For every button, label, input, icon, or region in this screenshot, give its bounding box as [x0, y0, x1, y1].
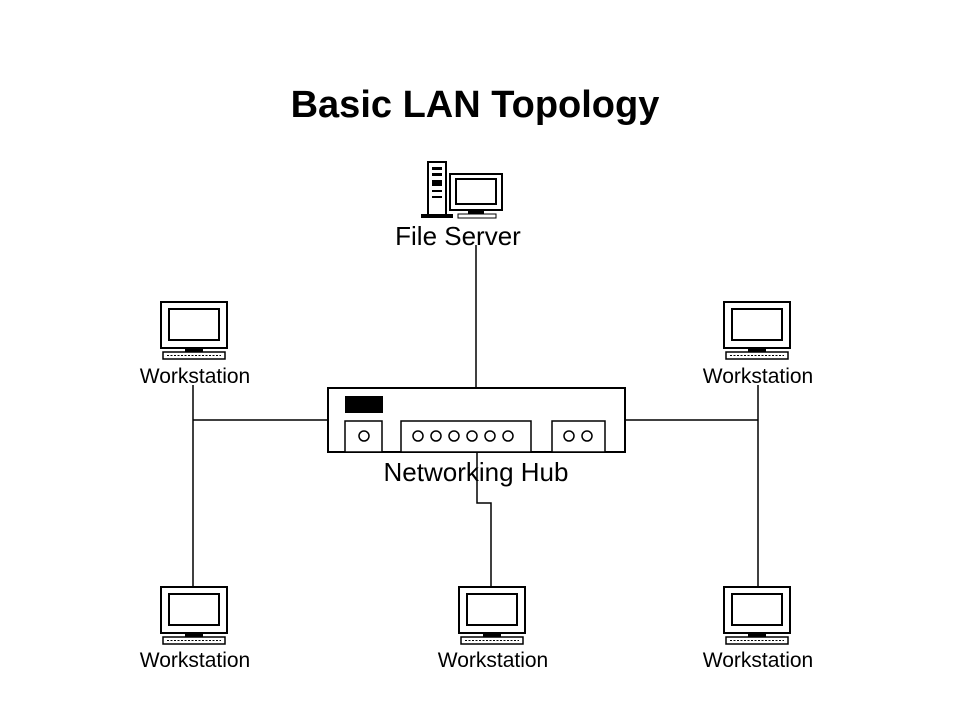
- workstation-label: Workstation: [140, 365, 251, 388]
- workstation-bottom-center: Workstation: [438, 586, 549, 672]
- network-hub-icon: [327, 387, 626, 453]
- diagram-title: Basic LAN Topology: [291, 84, 660, 126]
- workstation-computer-icon: [160, 301, 228, 360]
- hub-label: Networking Hub: [384, 457, 569, 487]
- workstation-bottom-right: Workstation: [703, 586, 814, 672]
- networking-hub: Networking Hub: [327, 387, 626, 487]
- workstation-computer-icon: [723, 586, 791, 645]
- monitor-icon: [449, 173, 503, 219]
- connection-lines: [192, 245, 759, 587]
- workstation-label: Workstation: [438, 649, 549, 672]
- workstation-label: Workstation: [703, 365, 814, 388]
- workstation-computer-icon: [160, 586, 228, 645]
- workstation-bottom-left: Workstation: [140, 586, 251, 672]
- workstation-computer-icon: [723, 301, 791, 360]
- link-hub-bottom-center: [476, 452, 492, 587]
- workstation-label: Workstation: [703, 649, 814, 672]
- workstation-label: Workstation: [140, 649, 251, 672]
- file-server-label: File Server: [395, 221, 521, 251]
- server-tower-icon: [421, 161, 453, 218]
- file-server: File Server: [395, 161, 521, 251]
- workstation-top-right: Workstation: [703, 301, 814, 388]
- workstation-computer-icon: [458, 586, 526, 645]
- workstation-top-left: Workstation: [140, 301, 251, 388]
